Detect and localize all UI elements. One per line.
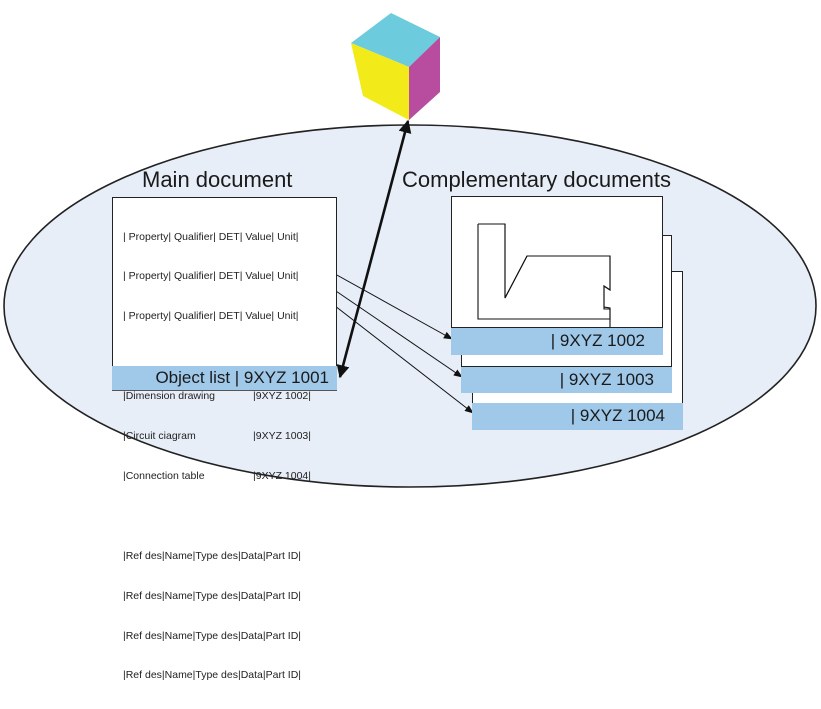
reference-row: |Connection table |9XYZ 1004| — [123, 470, 311, 483]
dimension-drawing-sketch — [477, 223, 611, 327]
reference-id: |9XYZ 1003| — [253, 430, 311, 443]
reference-name: |Dimension drawing — [123, 390, 216, 403]
reference-id: |9XYZ 1004| — [253, 469, 311, 482]
object-row: |Ref des|Name|Type des|Data|Part ID| — [123, 629, 302, 642]
reference-row: |Circuit ciagram |9XYZ 1003| — [123, 430, 311, 443]
reference-row: |Dimension drawing |9XYZ 1002| — [123, 390, 311, 403]
property-row: | Property| Qualifier| DET| Value| Unit| — [123, 270, 299, 283]
object-row: |Ref des|Name|Type des|Data|Part ID| — [123, 669, 302, 682]
reference-id: |9XYZ 1002| — [253, 390, 311, 403]
cube-top-face — [351, 13, 440, 67]
complementary-documents-heading: Complementary documents — [402, 167, 672, 192]
object-row: |Ref des|Name|Type des|Data|Part ID| — [123, 549, 302, 562]
document-label-1002: | 9XYZ 1002 — [451, 328, 663, 355]
main-document-heading: Main document — [142, 167, 293, 192]
reference-name: |Connection table — [123, 469, 205, 482]
complementary-document-1002[interactable] — [451, 196, 663, 328]
object-row: |Ref des|Name|Type des|Data|Part ID| — [123, 589, 302, 602]
property-row: | Property| Qualifier| DET| Value| Unit| — [123, 230, 299, 243]
cube-object-list-link — [336, 119, 412, 379]
cube-right-face — [409, 37, 440, 120]
product-cube-icon — [351, 13, 440, 120]
main-document-content: | Property| Qualifier| DET| Value| Unit|… — [123, 204, 311, 709]
document-label-1003: | 9XYZ 1003 — [461, 367, 672, 393]
reference-name: |Circuit ciagram — [123, 430, 196, 443]
property-row: | Property| Qualifier| DET| Value| Unit| — [123, 310, 299, 323]
object-list-label: Object list | 9XYZ 1001 — [112, 366, 337, 391]
cube-left-face — [351, 43, 409, 120]
document-label-1004: | 9XYZ 1004 — [472, 403, 683, 430]
main-document[interactable]: | Property| Qualifier| DET| Value| Unit|… — [112, 197, 337, 681]
